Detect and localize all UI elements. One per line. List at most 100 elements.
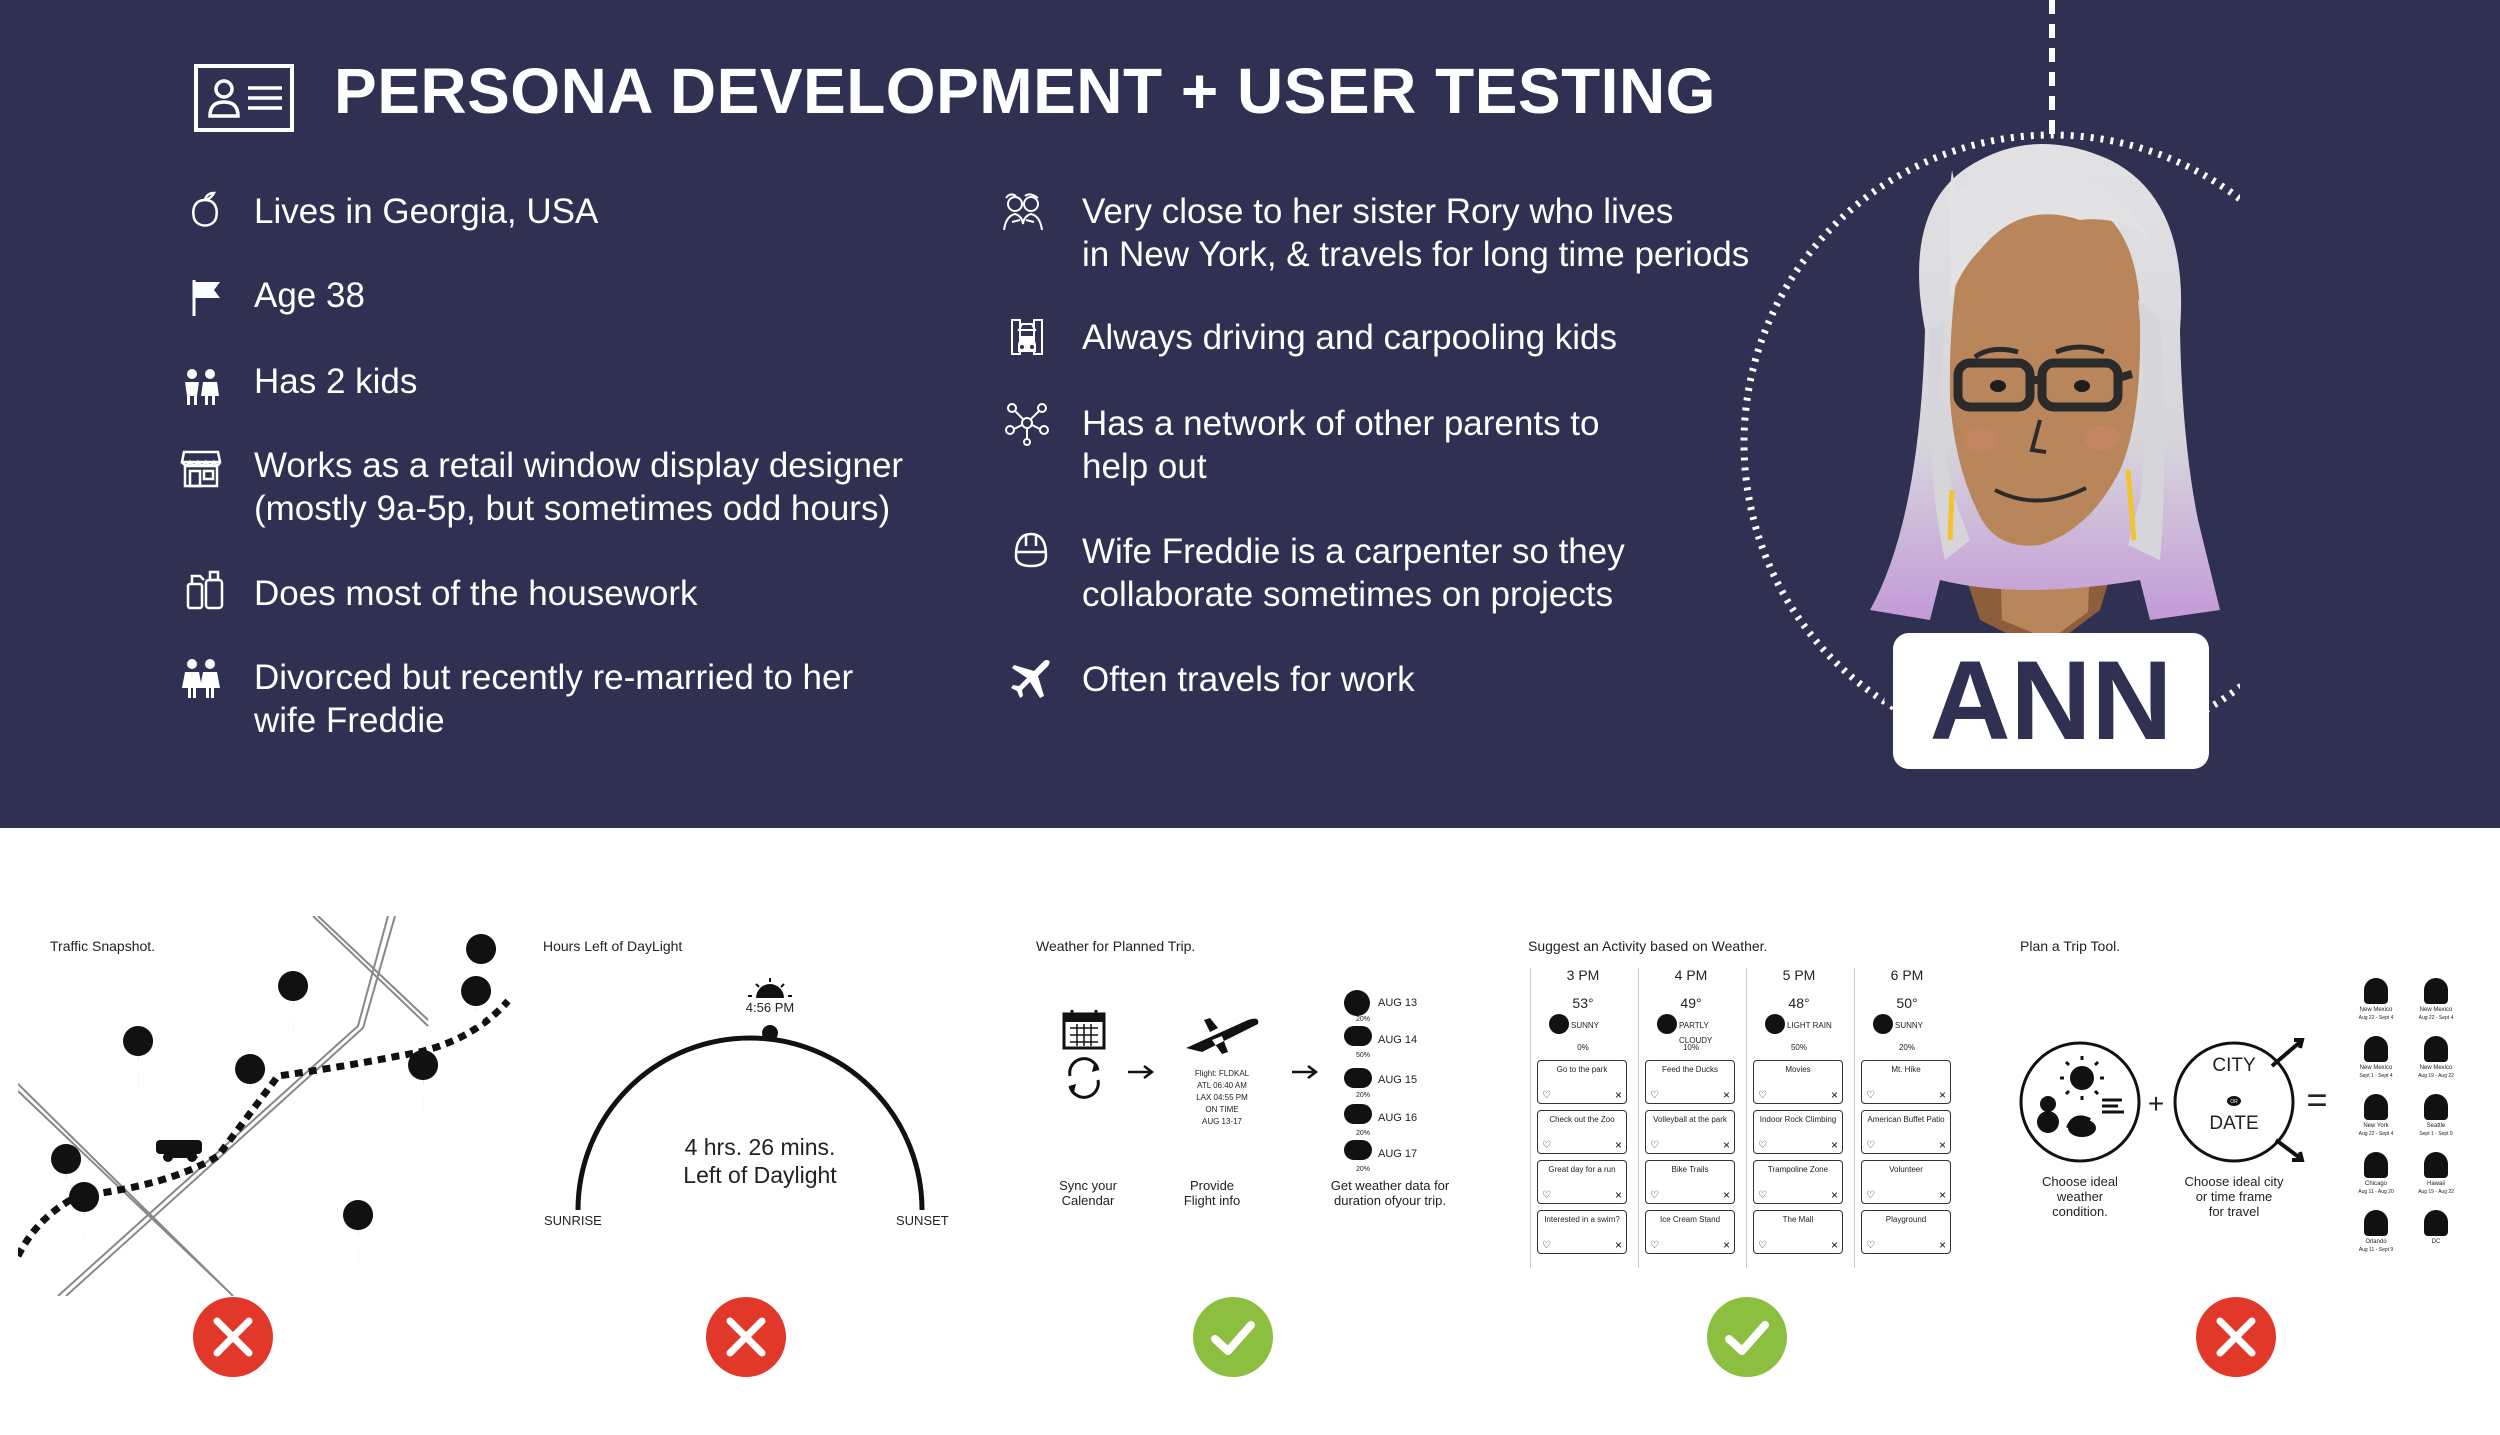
heart-icon[interactable]: ♡: [1758, 1240, 1767, 1251]
heart-icon[interactable]: ♡: [1542, 1240, 1551, 1251]
network-icon: [1005, 403, 1049, 446]
close-icon[interactable]: ×: [1830, 1138, 1838, 1152]
landmark-icon: [2364, 978, 2388, 1004]
activity-card[interactable]: Volunteer♡×: [1861, 1160, 1951, 1204]
activity-condition: LIGHT RAIN: [1787, 1021, 1832, 1030]
daylight-arc: [575, 978, 925, 1211]
destination-name: Hawaii: [2426, 1181, 2445, 1187]
map-pin-icon: [123, 1026, 154, 1094]
heart-icon[interactable]: ♡: [1866, 1090, 1875, 1101]
weather-icon: [1873, 1014, 1893, 1034]
forecast-pct: 20%: [1355, 1016, 1370, 1023]
close-icon[interactable]: ×: [1938, 1238, 1946, 1252]
close-icon[interactable]: ×: [1830, 1188, 1838, 1202]
heart-icon[interactable]: ♡: [1866, 1240, 1875, 1251]
activity-card[interactable]: American Buffet Patio♡×: [1861, 1110, 1951, 1154]
close-icon[interactable]: ×: [1938, 1138, 1946, 1152]
close-icon[interactable]: ×: [1938, 1188, 1946, 1202]
close-icon[interactable]: ×: [1614, 1238, 1622, 1252]
trait-line: in New York, & travels for long time per…: [1082, 235, 1750, 274]
heart-icon[interactable]: ♡: [1650, 1240, 1659, 1251]
activity-card[interactable]: The Mall ♡ ×: [1753, 1210, 1843, 1254]
close-icon[interactable]: ×: [1938, 1088, 1946, 1102]
heart-icon[interactable]: ♡: [1542, 1190, 1551, 1201]
heart-icon[interactable]: ♡: [1866, 1190, 1875, 1201]
cleaning-supplies-icon: [186, 570, 224, 610]
panel-title: Weather for Planned Trip.: [1036, 938, 1196, 954]
heart-icon[interactable]: ♡: [1650, 1090, 1659, 1101]
destination-dates: Sept 1 - Sept 4: [2359, 1073, 2393, 1079]
forecast-pct: 50%: [1355, 1052, 1370, 1059]
heart-icon[interactable]: ♡: [1650, 1140, 1659, 1151]
forecast-pct: 20%: [1355, 1166, 1370, 1173]
destination-card[interactable]: DC: [2406, 1208, 2466, 1264]
landmark-icon: [2424, 978, 2448, 1004]
heart-icon[interactable]: ♡: [1650, 1190, 1659, 1201]
close-icon[interactable]: ×: [1722, 1088, 1730, 1102]
activity-card[interactable]: Feed the Ducks♡×: [1645, 1060, 1735, 1104]
heart-icon[interactable]: ♡: [1542, 1140, 1551, 1151]
heart-icon[interactable]: ♡: [1542, 1090, 1551, 1101]
close-icon[interactable]: ×: [1830, 1088, 1838, 1102]
activity-card[interactable]: Great day for a run♡×: [1537, 1160, 1627, 1204]
activity-precip: 10%: [1682, 1043, 1699, 1052]
activity-card[interactable]: Go to the park♡×: [1537, 1060, 1627, 1104]
city-label: CITY: [2212, 1055, 2256, 1076]
destination-name: Orlando: [2365, 1239, 2387, 1245]
activity-condition: PARTLY CLOUDY: [1679, 1021, 1713, 1045]
close-icon[interactable]: ×: [1830, 1238, 1838, 1252]
destination-name: New Mexico: [2359, 1007, 2393, 1013]
persona-name: ANN: [1929, 638, 2173, 763]
map-pin-icon: [343, 1200, 374, 1268]
close-icon[interactable]: ×: [1722, 1238, 1730, 1252]
activity-card[interactable]: Playground♡×: [1861, 1210, 1951, 1254]
forecast-day: AUG 16: [1378, 1112, 1418, 1124]
id-card-icon: [194, 64, 294, 132]
trait-line: Has 2 kids: [254, 362, 418, 401]
landmark-icon: [2424, 1094, 2448, 1120]
panel-title: Suggest an Activity based on Weather.: [1528, 938, 1768, 954]
heart-icon[interactable]: ♡: [1866, 1140, 1875, 1151]
arrow-icon: [1128, 1065, 1155, 1079]
activity-card[interactable]: Ice Cream Stand♡×: [1645, 1210, 1735, 1254]
trait-line: Does most of the housework: [254, 574, 698, 613]
heart-icon[interactable]: ♡: [1758, 1090, 1767, 1101]
activity-card[interactable]: Trampoline Zone♡×: [1753, 1160, 1843, 1204]
activity-card[interactable]: Indoor Rock Climbing♡×: [1753, 1110, 1843, 1154]
activity-card[interactable]: Mt. Hike♡×: [1861, 1060, 1951, 1104]
sunset-label: SUNSET: [896, 1213, 949, 1228]
activity-card[interactable]: Volleyball at the park♡×: [1645, 1110, 1735, 1154]
heart-icon[interactable]: ♡: [1758, 1140, 1767, 1151]
trait-driving: Always driving and carpooling kids: [1082, 316, 1617, 359]
close-icon[interactable]: ×: [1614, 1088, 1622, 1102]
activity-label: Movies: [1785, 1065, 1811, 1074]
close-icon[interactable]: ×: [1722, 1138, 1730, 1152]
close-icon[interactable]: ×: [1614, 1188, 1622, 1202]
activity-card[interactable]: Check out the Zoo♡×: [1537, 1110, 1627, 1154]
activity-label: The Mall: [1782, 1215, 1814, 1224]
activity-card[interactable]: Bike Trails♡×: [1645, 1160, 1735, 1204]
close-icon[interactable]: ×: [1722, 1188, 1730, 1202]
destination-dates: Aug 22 - Sept 4: [2358, 1131, 2394, 1137]
activity-card[interactable]: Interested in a swim?♡×: [1537, 1210, 1627, 1254]
close-icon[interactable]: ×: [1614, 1138, 1622, 1152]
landmark-icon: [2364, 1094, 2388, 1120]
activity-card[interactable]: Movies ♡ ×: [1753, 1060, 1843, 1104]
forecast-day: AUG 15: [1378, 1074, 1418, 1086]
trait-line: Often travels for work: [1082, 660, 1415, 699]
heart-icon[interactable]: ♡: [1758, 1190, 1767, 1201]
equals-sign: =: [2306, 1079, 2328, 1120]
weather-icon: [1765, 1014, 1785, 1034]
